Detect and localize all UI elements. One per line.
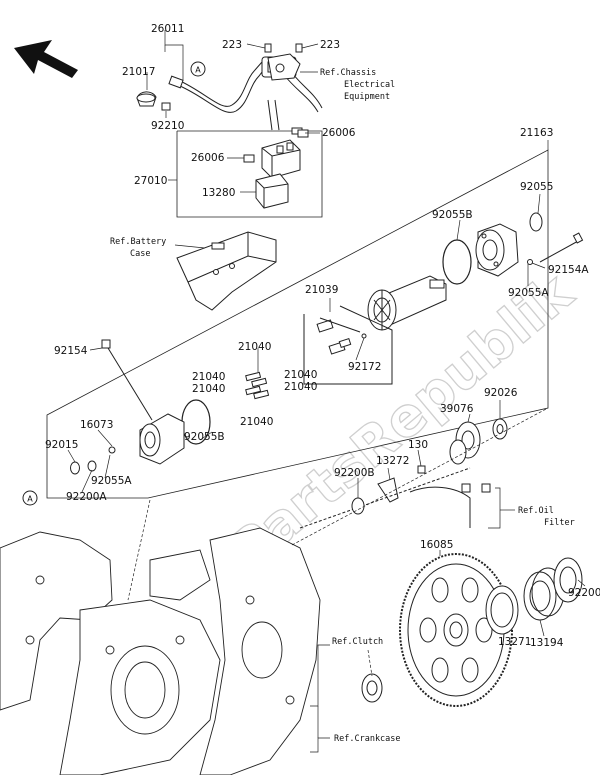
label-92200B: 92200B: [334, 467, 375, 479]
leader-lines: [67, 30, 586, 753]
label-92055: 92055: [520, 181, 553, 193]
label-21040-right-2: 21040: [284, 381, 317, 393]
label-92210: 92210: [151, 120, 184, 132]
marker-a-left-label: A: [27, 495, 33, 504]
label-92015: 92015: [45, 439, 78, 451]
label-26006-right: 26006: [322, 127, 356, 139]
label-13272: 13272: [376, 455, 409, 467]
label-27010: 27010: [134, 175, 167, 187]
starter-end-cover: [475, 223, 519, 277]
marker-a-left: A: [22, 490, 38, 506]
crankcase-housing: [0, 527, 321, 776]
bolt-223-left: [264, 43, 272, 53]
bolt-130: [417, 465, 426, 474]
oil-pipe: [409, 483, 491, 528]
ref-crankcase: Ref.Crankcase: [334, 734, 401, 744]
collar-92200A: [87, 460, 97, 472]
label-13194: 13194: [530, 637, 564, 649]
fuse-26006-left: [243, 154, 255, 163]
armature-yoke: [367, 275, 447, 331]
label-92055A-top: 92055A: [508, 287, 549, 299]
label-16085: 16085: [420, 539, 453, 551]
label-21040-right-1: 21040: [284, 369, 317, 381]
battery-cable-terminal: [168, 75, 184, 89]
brush-holder-21039: [303, 305, 393, 385]
label-92055A-left: 92055A: [91, 475, 132, 487]
ref-battery-line-2: Case: [130, 249, 150, 259]
bolt-223-right: [295, 43, 303, 53]
relay-group-frame: [176, 130, 323, 218]
label-92055B-top: 92055B: [432, 209, 473, 221]
idle-gear-39076: [449, 421, 481, 465]
label-26011: 26011: [151, 23, 184, 35]
o-ring-92055A-left: [108, 446, 116, 454]
label-13280: 13280: [202, 187, 235, 199]
label-13271: 13271: [498, 636, 531, 648]
ref-chassis-line-2: Electrical: [344, 80, 395, 90]
battery-case: [176, 231, 277, 311]
marker-a-top-label: A: [195, 66, 201, 75]
label-92055B-left: 92055B: [184, 431, 225, 443]
label-92154A: 92154A: [548, 264, 589, 276]
label-21040-left-2: 21040: [192, 383, 225, 395]
label-223-left: 223: [222, 39, 242, 51]
ref-chassis-line-1: Ref.Chassis: [320, 68, 376, 78]
label-92200: 92200: [568, 587, 600, 599]
ref-chassis-line-3: Equipment: [344, 92, 390, 102]
label-223-right: 223: [320, 39, 340, 51]
chassis-electrical-connector: [267, 53, 301, 81]
nut-92210: [161, 102, 171, 111]
seal-92015: [70, 461, 80, 475]
o-ring-92055A-top: [527, 259, 533, 265]
long-bolt-92154: [101, 339, 153, 421]
brushes-21040: [245, 371, 270, 400]
relay-cover-13280: [255, 173, 289, 209]
assembly-lines: [127, 407, 549, 677]
starter-clutch-gear-16085: [399, 553, 513, 707]
ref-oil-line-1: Ref.Oil: [518, 506, 554, 516]
ref-clutch: Ref.Clutch: [332, 637, 383, 647]
label-39076: 39076: [440, 403, 474, 415]
fuse-26006-right: [297, 129, 309, 138]
label-92154: 92154: [54, 345, 88, 357]
label-16073: 16073: [80, 419, 113, 431]
label-21017: 21017: [122, 66, 155, 78]
bolt-92154A: [539, 232, 584, 263]
o-ring-92055B-top: [442, 239, 472, 285]
label-130: 130: [408, 439, 428, 451]
label-92200A: 92200A: [66, 491, 107, 503]
label-21040-top: 21040: [238, 341, 271, 353]
starter-relay-27010: [261, 127, 303, 179]
ref-battery-line-1: Ref.Battery: [110, 237, 166, 247]
washer-13271: [485, 585, 519, 635]
rubber-cap-21017: [136, 91, 157, 107]
shaft-13272: [299, 467, 471, 529]
label-21040-left-1: 21040: [192, 371, 225, 383]
ref-oil-line-2: Filter: [544, 518, 575, 528]
o-ring-92055: [529, 212, 543, 232]
label-21039: 21039: [305, 284, 338, 296]
label-92172: 92172: [348, 361, 381, 373]
plate-92200: [553, 557, 583, 603]
label-21163: 21163: [520, 127, 553, 139]
marker-a-top: A: [190, 61, 206, 77]
starter-front-cover-16073: [139, 413, 185, 465]
label-26006-left: 26006: [191, 152, 225, 164]
front-arrow-icon: [14, 40, 78, 78]
label-92026: 92026: [484, 387, 518, 399]
clutch-washer: [361, 673, 383, 703]
label-21040-bottom: 21040: [240, 416, 273, 428]
